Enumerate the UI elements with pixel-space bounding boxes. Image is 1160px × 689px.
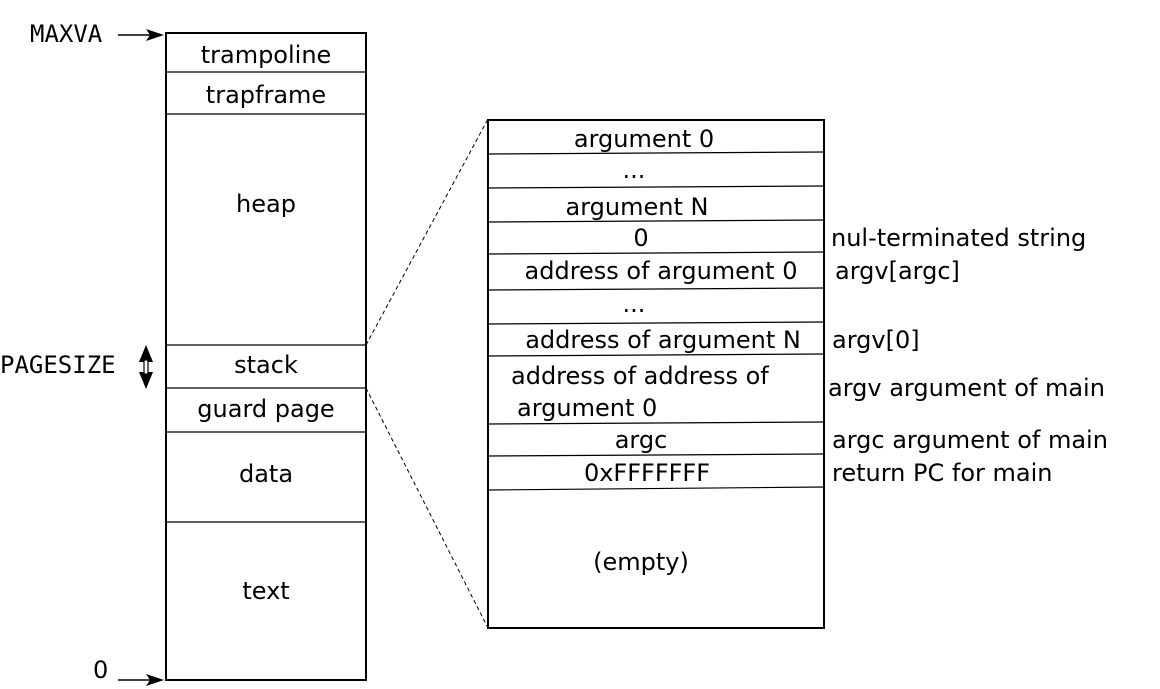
maxva-label: MAXVA xyxy=(30,20,103,48)
address-space-column: trampoline trapframe heap stack guard pa… xyxy=(165,32,367,681)
stack-cell-argv-line-1: address of address of xyxy=(511,362,769,390)
stack-divider xyxy=(487,421,825,425)
stack-detail: argument 0 ... argument N 0 address of a… xyxy=(487,119,825,629)
stack-divider xyxy=(487,486,825,491)
stack-cell-argv-line-2: argument 0 xyxy=(517,394,657,422)
segment-heap: heap xyxy=(236,190,296,218)
stack-divider xyxy=(487,251,825,255)
stack-cell-ellipsis-args: ... xyxy=(623,156,646,184)
address-space-frame xyxy=(165,32,367,681)
stack-cell-argument-0: argument 0 xyxy=(574,125,714,153)
zoom-lines xyxy=(365,118,489,629)
zero-label: 0 xyxy=(93,656,108,684)
stack-divider xyxy=(487,353,825,357)
segment-data: data xyxy=(239,460,293,488)
stack-divider xyxy=(487,219,825,223)
note-argv-0: argv[0] xyxy=(832,326,920,354)
stack-cell-address-argument-n: address of argument N xyxy=(525,326,801,354)
note-return-pc: return PC for main xyxy=(832,459,1052,487)
segment-guard-page: guard page xyxy=(197,395,334,423)
segment-trampoline: trampoline xyxy=(201,41,332,69)
stack-detail-frame xyxy=(487,119,825,629)
address-markers: MAXVA PAGESIZE 0 xyxy=(0,20,164,686)
stack-divider xyxy=(487,321,825,325)
stack-divider xyxy=(487,185,825,189)
zero-arrowhead xyxy=(146,674,164,686)
segment-stack: stack xyxy=(234,351,298,379)
stack-cell-argc: argc xyxy=(615,426,668,454)
stack-cell-return-pc: 0xFFFFFFF xyxy=(584,459,710,487)
stack-cell-argument-n: argument N xyxy=(566,193,709,221)
stack-divider xyxy=(487,287,825,291)
note-argv-argument: argv argument of main xyxy=(828,374,1105,402)
stack-cell-empty: (empty) xyxy=(593,548,689,576)
stack-cell-ellipsis-addresses: ... xyxy=(623,290,646,318)
segment-trapframe: trapframe xyxy=(206,81,326,109)
segment-text: text xyxy=(242,577,289,605)
pagesize-double-arrow xyxy=(139,345,153,389)
note-nul-terminated-string: nul-terminated string xyxy=(831,224,1086,252)
note-argv-argc: argv[argc] xyxy=(835,257,960,285)
zoom-line-bottom xyxy=(365,387,489,629)
stack-divider xyxy=(487,151,825,155)
pagesize-label: PAGESIZE xyxy=(0,351,116,379)
maxva-arrowhead xyxy=(146,29,164,41)
stack-cell-nul-terminator: 0 xyxy=(633,224,648,252)
stack-cell-address-argument-0: address of argument 0 xyxy=(525,257,798,285)
note-argc-argument: argc argument of main xyxy=(832,426,1108,454)
stack-annotations: nul-terminated string argv[argc] argv[0]… xyxy=(828,224,1108,487)
stack-divider xyxy=(487,453,825,457)
zoom-line-top xyxy=(365,118,489,346)
